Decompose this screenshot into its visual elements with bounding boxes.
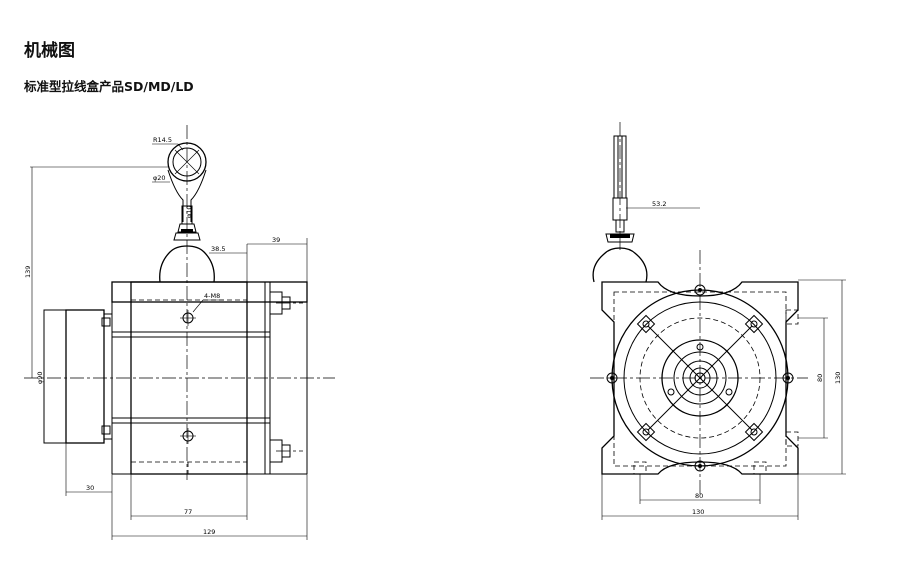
dim-pin-diameter: φ10	[185, 205, 193, 218]
dim-width-39: 39	[272, 236, 280, 244]
eye-shank	[167, 169, 207, 222]
dim-eye-diameter: φ20	[153, 174, 166, 182]
thread-spec: 4-M8	[204, 292, 220, 300]
dim-height-130: 130	[834, 372, 842, 384]
page-title: 机械图	[24, 41, 75, 61]
dim-width-130: 130	[692, 508, 704, 516]
side-view: 139 φ90 R14.5 φ20 φ10 38.5 39 4-M8 30 77	[24, 125, 335, 540]
bellows-front	[592, 247, 648, 283]
page-subtitle: 标准型拉线盒产品SD/MD/LD	[24, 79, 194, 94]
dim-offset-53: 53.2	[652, 200, 666, 208]
dim-offset-38: 38.5	[211, 245, 225, 253]
front-view: 53.2 80 130 80 130	[590, 122, 846, 520]
drum	[65, 309, 105, 444]
dim-height-139: 139	[24, 266, 32, 278]
dim-drum-diameter: φ90	[36, 371, 44, 384]
dim-height-80: 80	[816, 374, 824, 382]
dim-width-80: 80	[695, 492, 703, 500]
dim-eye-radius: R14.5	[153, 136, 172, 144]
dim-width-30: 30	[86, 484, 94, 492]
dim-width-77: 77	[184, 508, 192, 516]
dim-width-129: 129	[203, 528, 215, 536]
